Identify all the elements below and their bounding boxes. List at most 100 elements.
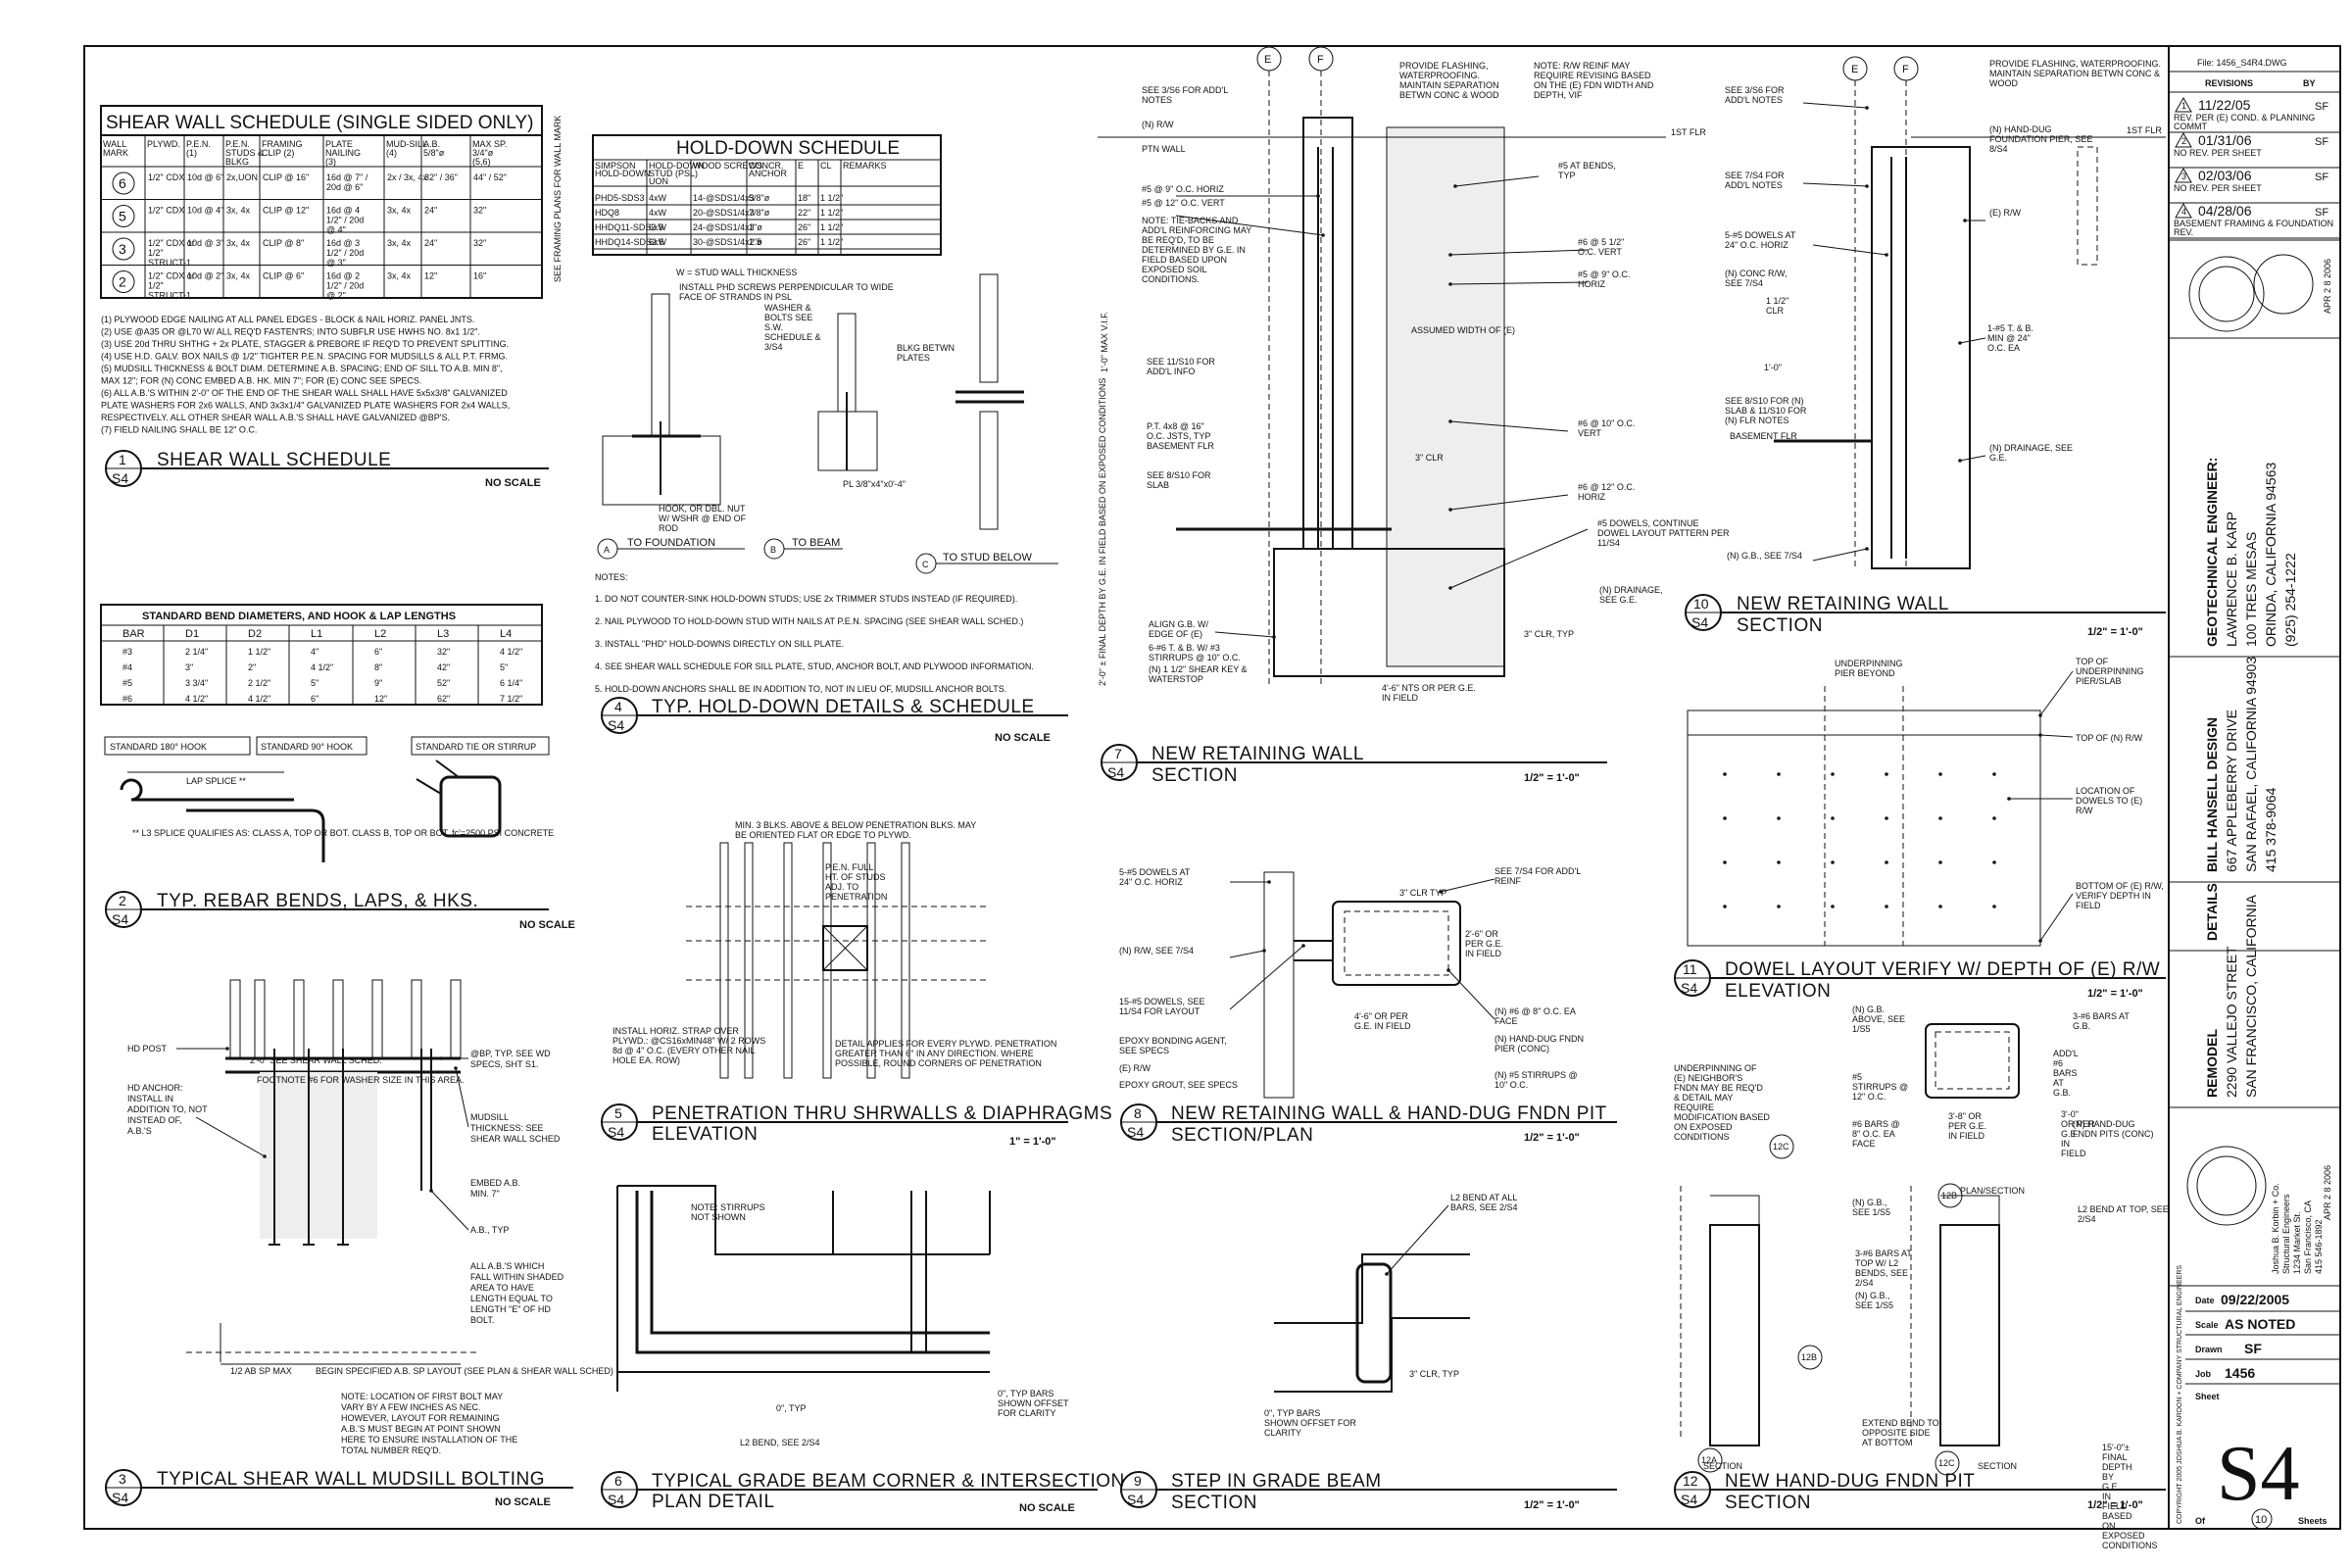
leader-dot <box>1272 635 1276 639</box>
detail-3-title: TYPICAL SHEAR WALL MUDSILL BOLTING <box>157 1469 545 1490</box>
leader <box>1449 420 1569 432</box>
detail-1-title: SHEAR WALL SCHEDULE <box>157 450 391 470</box>
rev-date-3: 04/28/06 <box>2198 203 2252 219</box>
stud <box>411 979 422 1059</box>
detail-10-sheet: S4 <box>1691 614 1708 630</box>
hd-cell: 1"ø <box>749 222 762 232</box>
section-tag-circle <box>1937 1183 1963 1208</box>
detail-11-title: DOWEL LAYOUT VERIFY W/ DEPTH OF (E) R/W <box>1725 959 2160 980</box>
scale-value: AS NOTED <box>2225 1316 2295 1332</box>
detail-3-number: 3 <box>119 1471 126 1487</box>
details-label: DETAILS <box>2204 883 2220 941</box>
leader-dot <box>1958 341 1962 345</box>
dowel-11-drawing <box>1687 686 2041 947</box>
rebar-cell: 3 3/4" <box>185 678 208 688</box>
wall-mark-2: 3 <box>119 241 126 257</box>
detail-11-subtitle: ELEVATION <box>1725 981 1831 1002</box>
sheet-project-1: 2290 VALLEJO STREET <box>2224 946 2239 1098</box>
rev-triangle <box>2175 96 2192 113</box>
pit-8-drawing <box>1263 871 1461 1099</box>
shear-note-1: (2) USE @A35 OR @L70 W/ ALL REQ'D FASTEN… <box>101 327 480 337</box>
shear-cell: CLIP @ 6" <box>263 271 304 281</box>
hd-cell: 1 1/2" <box>820 193 843 203</box>
shear-header-7: A.B.5/8"ø <box>423 139 445 158</box>
hook-90-bar <box>186 808 325 862</box>
shear-table-title: SHEAR WALL SCHEDULE (SINGLE SIDED ONLY) <box>106 113 533 133</box>
rev-triangle <box>2175 202 2192 219</box>
detail-5-number: 5 <box>614 1105 622 1121</box>
engineer-line-2: 1234 Market St. <box>2292 1211 2302 1274</box>
leader-dot <box>1439 890 1443 894</box>
sheet-project-2: SAN FRANCISCO, CALIFORNIA <box>2243 894 2259 1098</box>
hd-cell: HHDQ11-SDS2.5 <box>595 222 663 232</box>
d12-label-9: PLAN/SECTION <box>1960 1186 2025 1196</box>
shear-cell: 16" <box>473 271 486 281</box>
detail-7-subtitle: SECTION <box>1152 765 1238 786</box>
rev-date-2: 02/03/06 <box>2198 168 2252 183</box>
pier <box>2077 146 2098 266</box>
shear-note-9: (7) FIELD NAILING SHALL BE 12" O.C. <box>101 425 257 435</box>
studs <box>229 979 462 1059</box>
beam-outline <box>616 1185 991 1392</box>
rw7-label-24: (N) DRAINAGE,SEE G.E. <box>1599 585 1663 605</box>
leader-dot <box>1267 880 1271 884</box>
holddown-table-title: HOLD-DOWN SCHEDULE <box>676 138 900 159</box>
shear-header-6: MUD-SILL(4) <box>386 139 427 158</box>
shear-cell: 10d @ 3" <box>187 238 223 248</box>
dowel-dot <box>1831 905 1835 908</box>
dim-top: 2'-0" SEE SHEAR WALL SCHED. <box>250 1055 382 1065</box>
detail-1-number: 1 <box>119 452 126 467</box>
shear-cell: CLIP @ 12" <box>263 206 309 216</box>
rw7-label-17: 3" CLR <box>1415 453 1444 463</box>
anchor-bolts <box>220 1049 461 1365</box>
sheet-number: S4 <box>2217 1431 2300 1517</box>
leader-dot <box>1301 944 1305 948</box>
detail-10-title-bubble: 10 S4 NEW RETAINING WALL SECTION 1/2" = … <box>1685 594 2166 638</box>
detail-10-number: 10 <box>1693 596 1709 612</box>
leader <box>1229 950 1265 958</box>
d8-label-3: (N) R/W, SEE 7/S4 <box>1119 946 1194 956</box>
leader-dot <box>2038 939 2042 943</box>
new-wall <box>1302 117 1353 550</box>
detail-6-subtitle: PLAN DETAIL <box>652 1492 775 1512</box>
detail-3-scale: NO SCALE <box>495 1496 551 1508</box>
intersection-bars <box>832 1191 991 1352</box>
pit-section-left <box>1709 1224 1760 1446</box>
wall-mark-circle <box>112 172 135 195</box>
dowel-dot <box>1831 860 1835 864</box>
rebar-cell: 4 1/2" <box>185 694 208 704</box>
shear-cell: 10d @ 2" <box>187 271 223 281</box>
rebar-cell: 5" <box>500 662 508 672</box>
shear-cell: 16d @ 7" /20d @ 6" <box>326 172 368 192</box>
rw7-label-9: #5 AT BENDS,TYP <box>1558 161 1616 180</box>
shear-note-0: (1) PLYWOOD EDGE NAILING AT ALL PANEL ED… <box>101 315 474 324</box>
rebar-cell: 4 1/2" <box>500 647 522 657</box>
leader <box>1449 528 1589 589</box>
wall-mark-3: 2 <box>119 274 126 290</box>
dowel-dot <box>1723 905 1727 908</box>
leader <box>1386 1204 1449 1275</box>
hd-cell: 18" <box>798 193 810 203</box>
rw7-max-vif: 1'-0" MAX V.I.F. <box>1100 312 1109 372</box>
hd-cell: 22" <box>798 208 810 218</box>
detail-10-title: NEW RETAINING WALL <box>1737 594 1949 614</box>
leader <box>455 1067 469 1128</box>
engineer-block: Joshua B. Korbin + Co.Structural Enginee… <box>2271 1183 2324 1274</box>
